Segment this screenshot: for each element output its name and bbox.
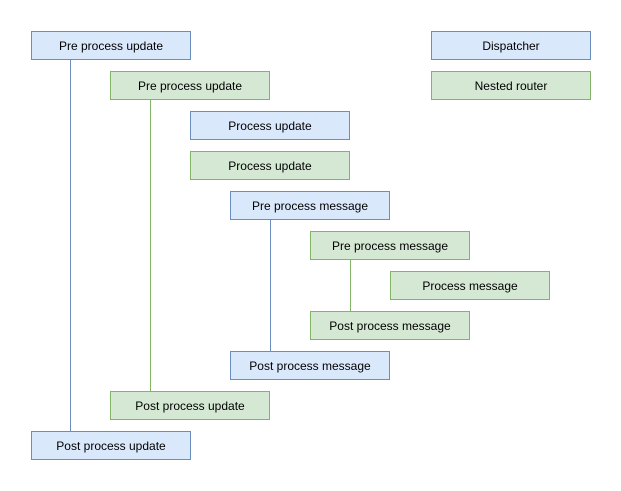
node-post-process-update-router: Post process update bbox=[110, 391, 270, 420]
node-pre-process-message-router: Pre process message bbox=[310, 231, 470, 260]
node-pre-process-message-dispatcher: Pre process message bbox=[230, 191, 390, 220]
connector-message-dispatcher-scope bbox=[270, 220, 271, 351]
node-process-update-dispatcher: Process update bbox=[190, 111, 350, 140]
connector-update-router-scope bbox=[150, 100, 151, 391]
legend-nested-router: Nested router bbox=[431, 71, 591, 100]
node-post-process-message-router: Post process message bbox=[310, 311, 470, 340]
connector-message-router-scope bbox=[350, 260, 351, 311]
node-post-process-message-dispatcher: Post process message bbox=[230, 351, 390, 380]
node-post-process-update-dispatcher: Post process update bbox=[31, 431, 191, 460]
connector-update-dispatcher-scope bbox=[70, 60, 71, 431]
legend-dispatcher: Dispatcher bbox=[431, 31, 591, 60]
node-process-update-router: Process update bbox=[190, 151, 350, 180]
node-process-message-router: Process message bbox=[390, 271, 550, 300]
node-pre-process-update-router: Pre process update bbox=[110, 71, 270, 100]
node-pre-process-update-dispatcher: Pre process update bbox=[31, 31, 191, 60]
